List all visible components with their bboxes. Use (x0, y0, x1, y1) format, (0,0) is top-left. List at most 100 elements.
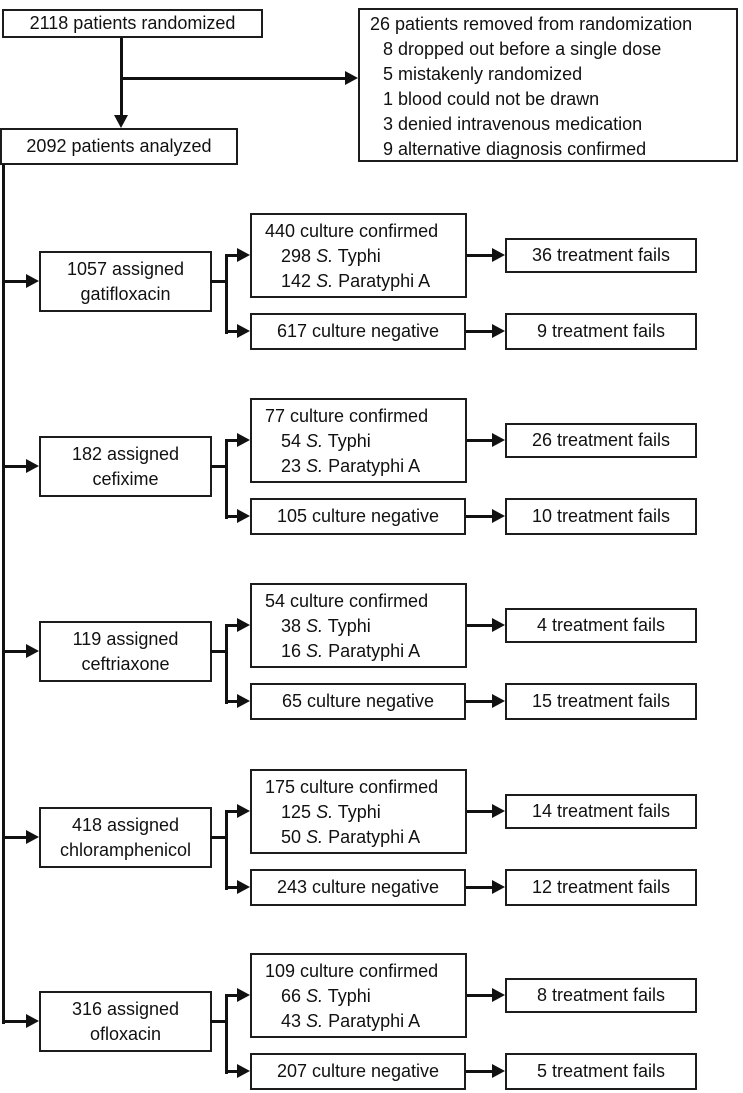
flow-line (467, 624, 493, 627)
confirmed-fails-box: 8 treatment fails (505, 978, 697, 1013)
paratyphi-line: 50 S. Paratyphi A (265, 825, 465, 850)
paratyphi-label: Paratyphi A (328, 641, 421, 661)
arrowhead-right-icon (26, 1014, 39, 1028)
typhi-label: Typhi (337, 246, 381, 266)
confirmed-fails-label: 8 treatment fails (536, 985, 666, 1005)
flow-line (466, 515, 493, 518)
typhi-count: 66 (281, 986, 302, 1006)
assigned-drug: cefixime (92, 468, 159, 489)
removed-reason: 9 alternative diagnosis confirmed (383, 139, 647, 159)
arrowhead-right-icon (492, 880, 505, 894)
culture-negative-box: 65 culture negative (250, 683, 466, 720)
negative-count: 105 culture negative (276, 506, 440, 526)
assigned-box: 1057 assigned gatifloxacin (39, 251, 212, 312)
arrowhead-right-icon (237, 694, 250, 708)
flow-line (225, 439, 238, 442)
paratyphi-line: 23 S. Paratyphi A (265, 454, 465, 479)
culture-confirmed-box: 54 culture confirmed 38 S. Typhi 16 S. P… (250, 583, 467, 668)
flow-line (210, 836, 227, 839)
arrowhead-right-icon (492, 988, 505, 1002)
confirmed-fails-label: 4 treatment fails (536, 615, 666, 635)
arrowhead-right-icon (492, 804, 505, 818)
paratyphi-count: 43 (281, 1011, 302, 1031)
typhi-label: Typhi (337, 802, 381, 822)
negative-count: 243 culture negative (276, 877, 440, 897)
confirmed-fails-box: 4 treatment fails (505, 608, 697, 643)
arrowhead-right-icon (26, 830, 39, 844)
confirmed-fails-box: 26 treatment fails (505, 423, 697, 458)
arrowhead-right-icon (237, 433, 250, 447)
assigned-drug: ofloxacin (89, 1023, 162, 1044)
paratyphi-line: 43 S. Paratyphi A (265, 1009, 465, 1034)
removed-reason: 8 dropped out before a single dose (383, 39, 662, 59)
assigned-count: 316 assigned (71, 998, 180, 1019)
treatment-arm-ofloxacin: 316 assigned ofloxacin 109 culture confi… (0, 953, 743, 1093)
confirmed-count: 440 culture confirmed (265, 221, 439, 241)
genus-abbrev: S. (306, 616, 324, 636)
flow-line (225, 994, 228, 1074)
genus-abbrev: S. (316, 271, 334, 291)
typhi-count: 54 (281, 431, 302, 451)
flow-line (210, 465, 227, 468)
confirmed-fails-box: 14 treatment fails (505, 794, 697, 829)
confirmed-count: 175 culture confirmed (265, 777, 439, 797)
arrowhead-right-icon (492, 433, 505, 447)
flow-line (466, 1070, 493, 1073)
negative-fails-label: 9 treatment fails (536, 321, 666, 341)
confirmed-count: 77 culture confirmed (265, 406, 429, 426)
flow-line (2, 280, 27, 283)
culture-confirmed-box: 175 culture confirmed 125 S. Typhi 50 S.… (250, 769, 467, 854)
paratyphi-count: 23 (281, 456, 302, 476)
typhi-line: 66 S. Typhi (265, 984, 465, 1009)
flow-line (225, 1070, 238, 1073)
arrowhead-right-icon (26, 644, 39, 658)
typhi-label: Typhi (327, 616, 371, 636)
paratyphi-label: Paratyphi A (328, 456, 421, 476)
arrowhead-right-icon (237, 618, 250, 632)
arrowhead-right-icon (492, 694, 505, 708)
negative-fails-label: 10 treatment fails (531, 506, 671, 526)
negative-fails-box: 10 treatment fails (505, 498, 697, 535)
typhi-line: 125 S. Typhi (265, 800, 465, 825)
analyzed-box: 2092 patients analyzed (0, 128, 238, 165)
arrowhead-right-icon (237, 880, 250, 894)
flow-line (120, 38, 123, 115)
confirmed-count: 54 culture confirmed (265, 591, 429, 611)
confirmed-fails-label: 36 treatment fails (531, 245, 671, 265)
treatment-arm-gatifloxacin: 1057 assigned gatifloxacin 440 culture c… (0, 213, 743, 353)
culture-negative-box: 617 culture negative (250, 313, 466, 350)
paratyphi-line: 16 S. Paratyphi A (265, 639, 465, 664)
negative-fails-box: 5 treatment fails (505, 1053, 697, 1090)
paratyphi-label: Paratyphi A (328, 827, 421, 847)
flow-line (2, 1020, 27, 1023)
flow-line (466, 886, 493, 889)
arrowhead-right-icon (26, 459, 39, 473)
paratyphi-label: Paratyphi A (328, 1011, 421, 1031)
randomized-box: 2118 patients randomized (2, 9, 263, 38)
assigned-box: 182 assigned cefixime (39, 436, 212, 497)
flow-line (225, 886, 238, 889)
flow-line (225, 700, 238, 703)
arrowhead-right-icon (237, 248, 250, 262)
culture-confirmed-box: 109 culture confirmed 66 S. Typhi 43 S. … (250, 953, 467, 1038)
arrowhead-right-icon (492, 1064, 505, 1078)
negative-count: 65 culture negative (281, 691, 435, 711)
confirmed-count: 109 culture confirmed (265, 961, 439, 981)
negative-fails-box: 15 treatment fails (505, 683, 697, 720)
culture-negative-box: 243 culture negative (250, 869, 466, 906)
flow-line (225, 515, 238, 518)
assigned-drug: ceftriaxone (81, 653, 170, 674)
assigned-drug: chloramphenicol (59, 839, 192, 860)
flow-line (2, 465, 27, 468)
flow-line (467, 994, 493, 997)
culture-negative-box: 105 culture negative (250, 498, 466, 535)
flow-line (210, 1020, 227, 1023)
flow-line (467, 254, 493, 257)
flow-line (225, 330, 238, 333)
arrowhead-right-icon (26, 274, 39, 288)
paratyphi-label: Paratyphi A (338, 271, 431, 291)
arrowhead-right-icon (492, 509, 505, 523)
flow-line (225, 254, 228, 334)
typhi-count: 125 (281, 802, 312, 822)
typhi-line: 54 S. Typhi (265, 429, 465, 454)
